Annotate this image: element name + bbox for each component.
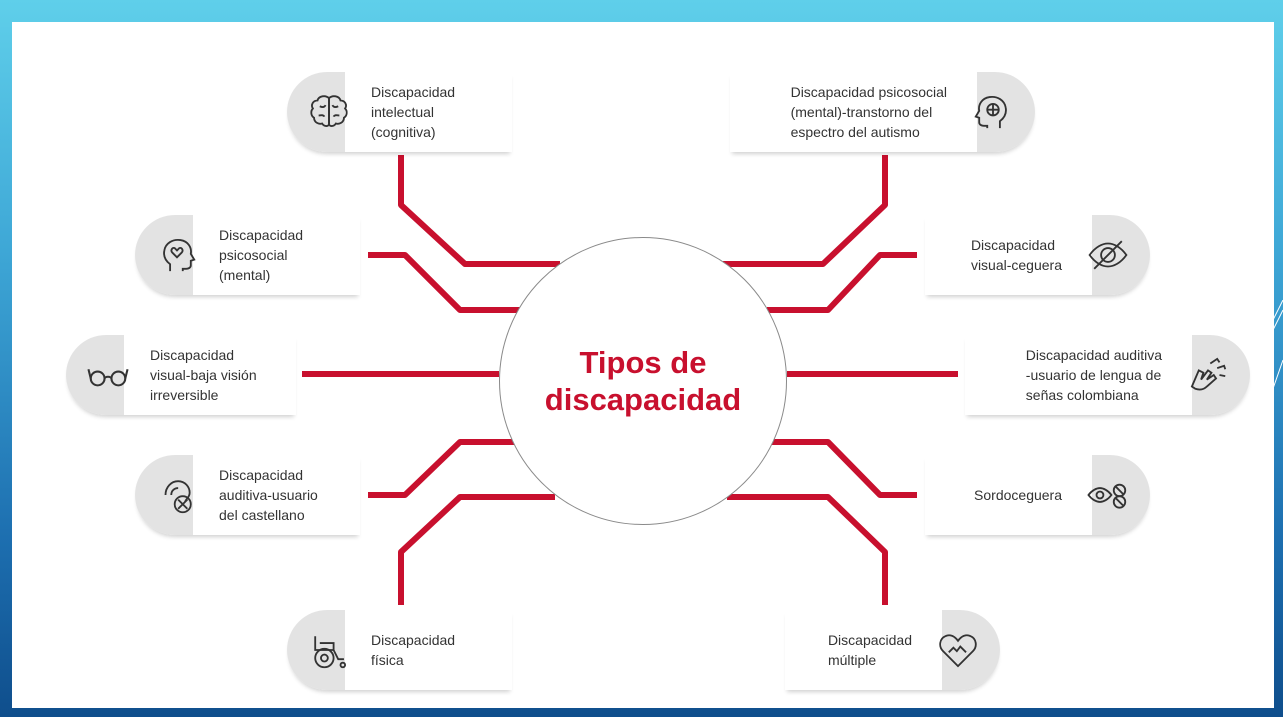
center-title: Tipos de discapacidad bbox=[544, 345, 742, 417]
label-multiple: Discapacidad múltiple bbox=[827, 632, 912, 668]
label-psicosocial: Discapacidad psicosocial (mental) bbox=[219, 227, 304, 283]
wheelchair-icon bbox=[299, 620, 359, 680]
card-sordoceguera: Sordoceguera bbox=[925, 455, 1150, 535]
label-auditiva-castellano: Discapacidad auditiva-usuario del castel… bbox=[219, 467, 318, 523]
corner-decoration bbox=[1263, 300, 1283, 401]
label-intelectual: Discapacidad intelectual (cognitiva) bbox=[371, 84, 456, 140]
card-multiple: Discapacidad múltiple bbox=[785, 610, 1000, 690]
card-autismo: Discapacidad psicosocial (mental)-transt… bbox=[730, 72, 1035, 152]
label-lengua-senas: Discapacidad auditiva -usuario de lengua… bbox=[1025, 347, 1162, 403]
head-heart-icon bbox=[147, 225, 207, 285]
eye-crossed-icon bbox=[1078, 225, 1138, 285]
eye-ear-icon bbox=[1078, 465, 1138, 525]
sign-hands-icon bbox=[1178, 345, 1238, 405]
center-circle: Tipos de discapacidad bbox=[499, 237, 787, 525]
card-baja-vision: Discapacidad visual-baja visión irrevers… bbox=[66, 335, 296, 415]
label-sordoceguera: Sordoceguera bbox=[974, 487, 1062, 503]
card-intelectual: Discapacidad intelectual (cognitiva) bbox=[287, 72, 512, 152]
card-auditiva-castellano: Discapacidad auditiva-usuario del castel… bbox=[135, 455, 360, 535]
card-fisica: Discapacidad física bbox=[287, 610, 512, 690]
ear-blocked-icon bbox=[147, 465, 207, 525]
card-lengua-senas: Discapacidad auditiva -usuario de lengua… bbox=[965, 335, 1250, 415]
label-autismo: Discapacidad psicosocial (mental)-transt… bbox=[790, 84, 947, 140]
card-ceguera: Discapacidad visual-ceguera bbox=[925, 215, 1150, 295]
label-fisica: Discapacidad física bbox=[371, 632, 456, 668]
card-psicosocial: Discapacidad psicosocial (mental) bbox=[135, 215, 360, 295]
glasses-icon bbox=[78, 345, 138, 405]
label-baja-vision: Discapacidad visual-baja visión irrevers… bbox=[150, 347, 257, 403]
brain-icon bbox=[299, 82, 359, 142]
heart-hands-icon bbox=[928, 620, 988, 680]
head-puzzle-icon bbox=[963, 82, 1023, 142]
label-ceguera: Discapacidad visual-ceguera bbox=[970, 237, 1062, 273]
